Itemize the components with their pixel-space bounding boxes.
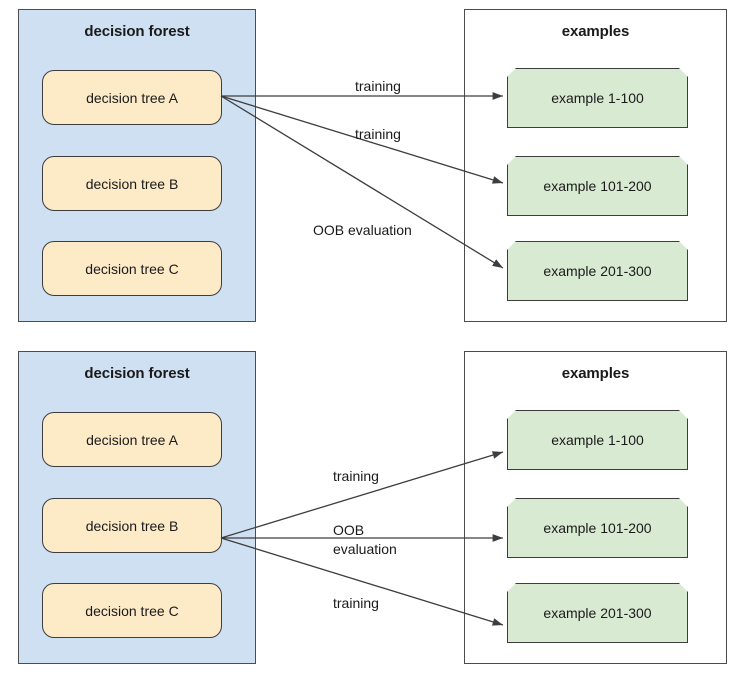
diagram-panel-tree-b: decision forest decision tree A decision… — [0, 342, 737, 685]
decision-tree-c-node[interactable]: decision tree C — [42, 583, 222, 638]
decision-tree-a-node[interactable]: decision tree A — [42, 412, 222, 467]
examples-title: examples — [561, 23, 630, 40]
example-101-200-node[interactable]: example 101-200 — [507, 156, 688, 216]
example-201-300-label: example 201-300 — [543, 263, 652, 279]
edge-label-training-1: training — [333, 468, 379, 484]
edge-oob-evaluation — [220, 95, 504, 269]
edge-label-training-2: training — [333, 595, 379, 611]
example-101-200-node[interactable]: example 101-200 — [507, 498, 688, 558]
example-101-200-label: example 101-200 — [543, 178, 652, 194]
decision-forest-title: decision forest — [84, 365, 190, 382]
decision-tree-a-node[interactable]: decision tree A — [42, 70, 222, 125]
example-101-200-label: example 101-200 — [543, 520, 652, 536]
example-1-100-node[interactable]: example 1-100 — [507, 68, 688, 128]
example-201-300-label: example 201-300 — [543, 605, 652, 621]
example-201-300-node[interactable]: example 201-300 — [507, 583, 688, 643]
decision-tree-a-label: decision tree A — [86, 89, 178, 106]
decision-tree-c-node[interactable]: decision tree C — [42, 241, 222, 296]
decision-tree-c-label: decision tree C — [85, 602, 179, 619]
edge-label-training-2: training — [355, 126, 401, 142]
decision-tree-b-label: decision tree B — [85, 175, 179, 192]
decision-tree-a-label: decision tree A — [86, 431, 178, 448]
decision-tree-b-node[interactable]: decision tree B — [42, 156, 222, 211]
examples-title: examples — [561, 365, 630, 382]
decision-forest-title: decision forest — [84, 23, 190, 40]
decision-tree-b-node[interactable]: decision tree B — [42, 498, 222, 553]
examples-container: examples example 1-100 example 101-200 e… — [464, 9, 727, 322]
decision-forest-container: decision forest decision tree A decision… — [18, 9, 256, 322]
edge-label-oob: OOB — [333, 522, 365, 538]
edge-label-evaluation: evaluation — [333, 541, 397, 557]
example-1-100-label: example 1-100 — [551, 432, 644, 448]
example-1-100-node[interactable]: example 1-100 — [507, 410, 688, 470]
edge-label-training-1: training — [355, 78, 401, 94]
examples-container: examples example 1-100 example 101-200 e… — [464, 351, 727, 664]
example-201-300-node[interactable]: example 201-300 — [507, 241, 688, 301]
example-1-100-label: example 1-100 — [551, 90, 644, 106]
decision-forest-container: decision forest decision tree A decision… — [18, 351, 256, 664]
edge-label-oob-evaluation: OOB evaluation — [313, 222, 412, 238]
diagram-panel-tree-a: decision forest decision tree A decision… — [18, 9, 727, 322]
decision-tree-c-label: decision tree C — [85, 260, 179, 277]
decision-tree-b-label: decision tree B — [85, 517, 179, 534]
